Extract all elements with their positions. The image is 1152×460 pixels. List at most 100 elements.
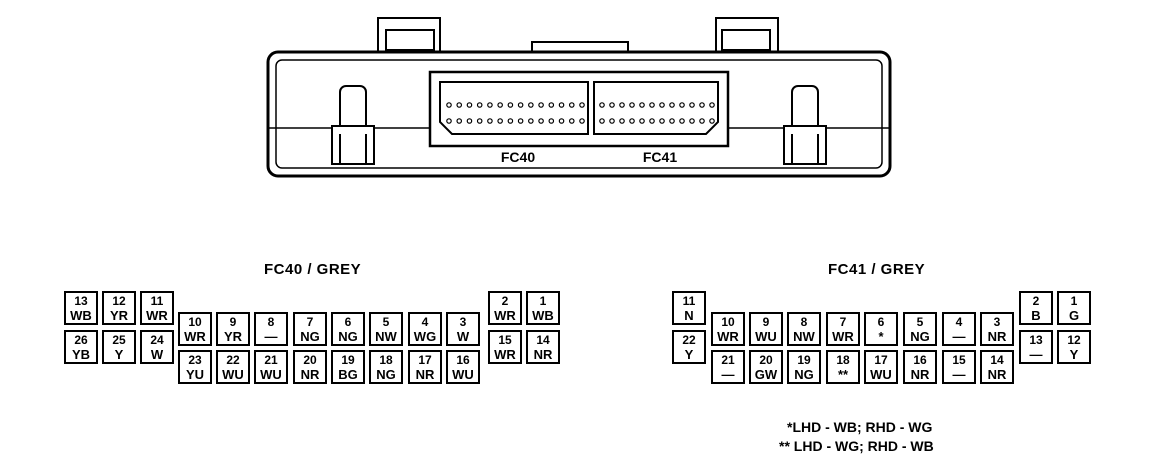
fc40-socket — [439, 81, 589, 135]
pin-wire-color: GW — [754, 367, 778, 382]
pin-number: 16 — [456, 353, 470, 367]
pin-number: 17 — [874, 353, 888, 367]
pin-wire-color: WR — [494, 308, 516, 323]
pin-hole — [659, 102, 665, 108]
pin-wire-color: WU — [260, 367, 282, 382]
pin-wire-color: NG — [338, 329, 358, 344]
pin-hole — [689, 118, 695, 124]
pin-number: 15 — [952, 353, 966, 367]
pin-wire-color: — — [264, 329, 278, 344]
pin-hole — [649, 118, 655, 124]
pin-number: 8 — [800, 315, 808, 329]
pin-number: 14 — [990, 353, 1004, 367]
pin-wire-color: — — [952, 329, 966, 344]
pin-number: 5 — [382, 315, 390, 329]
pin-number: 14 — [536, 333, 550, 347]
pin-number: 4 — [421, 315, 429, 329]
footnote-double-asterisk: ** LHD - WG; RHD - WB — [779, 438, 934, 454]
pin-wire-color: — — [721, 367, 735, 382]
pin-hole — [446, 118, 452, 124]
pin-hole — [599, 102, 605, 108]
pin-hole — [579, 102, 585, 108]
pin-wire-color: NR — [987, 329, 1007, 344]
pin-hole — [558, 118, 565, 124]
pin-wire-color: Y — [1069, 347, 1079, 362]
pin-wire-color: WR — [184, 329, 206, 344]
pin-number: 6 — [877, 315, 885, 329]
pin-hole — [466, 118, 473, 124]
pin-wire-color: WG — [413, 329, 437, 344]
pin-number: 13 — [1029, 333, 1043, 347]
pin-hole — [629, 118, 635, 124]
fc41-pin-18: 18** — [826, 350, 860, 384]
pin-hole — [669, 118, 675, 124]
pin-hole — [538, 102, 544, 108]
pin-number: 9 — [762, 315, 770, 329]
pin-number: 3 — [993, 315, 1001, 329]
fc41-title: FC41 / GREY — [828, 261, 926, 278]
pin-wire-color: NW — [375, 329, 397, 344]
pin-wire-color: WR — [494, 347, 516, 362]
fc41-pin-6: 6* — [864, 312, 898, 346]
ecu-label-fc40: FC40 — [501, 149, 535, 165]
pin-number: 22 — [682, 333, 696, 347]
pin-hole — [456, 102, 463, 108]
fc40-pin-8: 8— — [254, 312, 288, 346]
pin-number: 12 — [1067, 333, 1081, 347]
pin-hole — [538, 118, 544, 124]
pin-number: 18 — [379, 353, 393, 367]
pin-number: 20 — [759, 353, 773, 367]
fc41-socket — [593, 81, 719, 135]
pin-wire-color: YB — [71, 347, 91, 362]
pin-number: 21 — [721, 353, 735, 367]
pin-wire-color: — — [952, 367, 966, 382]
pin-hole — [579, 118, 585, 124]
pin-hole — [659, 118, 665, 124]
pin-wire-color: — — [1029, 347, 1043, 362]
pin-wire-color: WB — [70, 308, 92, 323]
pin-hole — [609, 118, 615, 124]
pin-number: 23 — [188, 353, 202, 367]
pin-wire-color: G — [1068, 308, 1080, 323]
pin-number: 15 — [498, 333, 512, 347]
pin-number: 9 — [229, 315, 237, 329]
pin-wire-color: WB — [532, 308, 554, 323]
pin-wire-color: NG — [376, 367, 396, 382]
pin-hole — [548, 102, 555, 108]
pin-wire-color: NR — [987, 367, 1007, 382]
pin-wire-color: WR — [717, 329, 739, 344]
pin-number: 24 — [150, 333, 164, 347]
pin-number: 6 — [344, 315, 352, 329]
pin-wire-color: W — [456, 329, 470, 344]
pin-hole — [619, 102, 625, 108]
pin-number: 10 — [721, 315, 735, 329]
pin-number: 21 — [264, 353, 278, 367]
ecu-mount-left — [331, 85, 375, 165]
pin-wire-color: WU — [870, 367, 892, 382]
ecu-top-clip-right — [715, 17, 779, 53]
pin-number: 10 — [188, 315, 202, 329]
